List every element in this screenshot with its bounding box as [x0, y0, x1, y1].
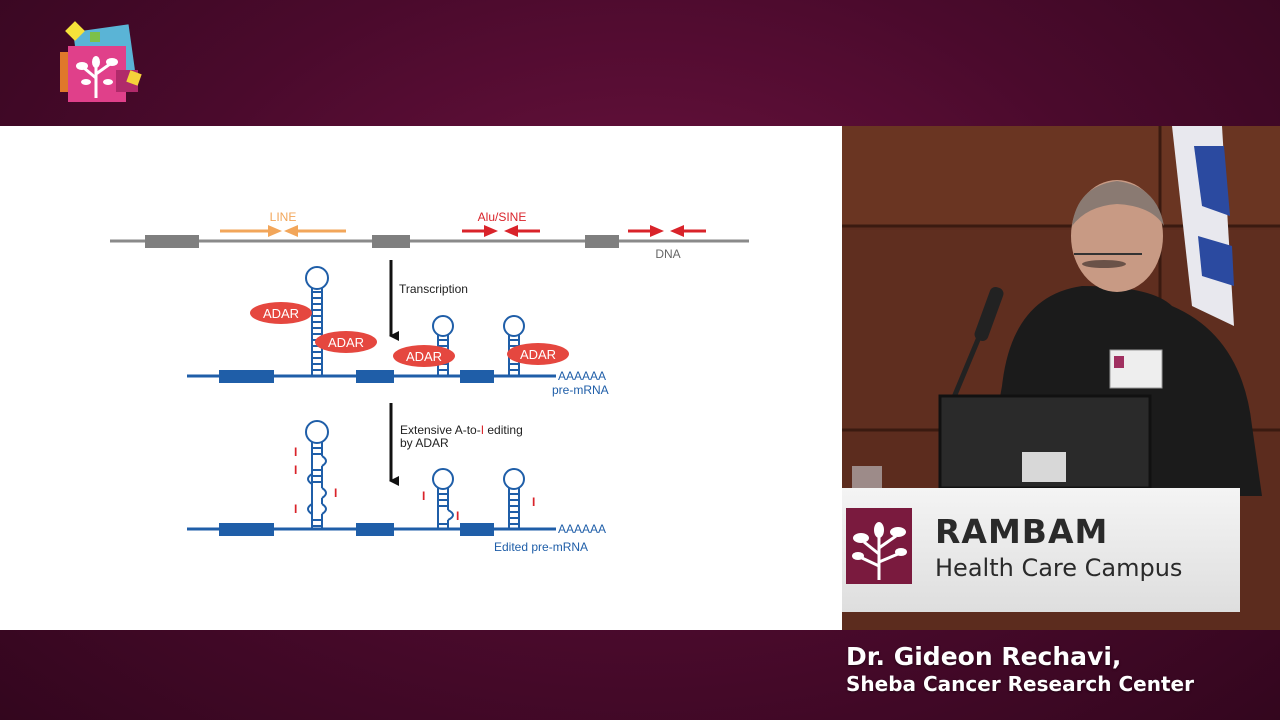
line-element-arrows [220, 225, 346, 237]
svg-text:I: I [532, 495, 535, 509]
label-by-adar: by ADAR [400, 436, 449, 450]
speaker-name: Dr. Gideon Rechavi, [846, 642, 1122, 671]
svg-text:I: I [294, 502, 297, 516]
dna-transposon-arrows [628, 225, 706, 237]
adar-enzyme-3: ADAR [393, 345, 455, 367]
label-edited-pre-mrna: Edited pre-mRNA [494, 540, 588, 554]
label-polya-1: AAAAAA [558, 369, 606, 383]
label-alu-sine: Alu/SINE [478, 210, 527, 224]
podium-subtitle: Health Care Campus [935, 554, 1183, 582]
presentation-slide: LINE Alu/SINE DNA Transcription [0, 126, 842, 630]
svg-text:I: I [334, 486, 337, 500]
edited-hairpin-long [305, 420, 329, 529]
podium-sign: RAMBAM Health Care Campus [842, 488, 1240, 612]
label-line: LINE [270, 210, 297, 224]
svg-text:I: I [294, 445, 297, 459]
edited-hairpin-short-2 [503, 468, 525, 529]
speaker-affiliation: Sheba Cancer Research Center [846, 672, 1194, 696]
event-logo [56, 20, 156, 112]
svg-text:I: I [456, 509, 459, 523]
svg-text:I: I [294, 463, 297, 477]
speaker-video: RAMBAM Health Care Campus [842, 126, 1280, 630]
label-pre-mrna: pre-mRNA [552, 383, 609, 397]
pre-mrna-strand [187, 370, 556, 383]
podium-title: RAMBAM [935, 512, 1109, 551]
adar-enzyme-2: ADAR [315, 331, 377, 353]
svg-text:ADAR: ADAR [263, 306, 299, 321]
inosine-marks: I I I I I I I [294, 445, 535, 523]
svg-text:ADAR: ADAR [520, 347, 556, 362]
svg-text:ADAR: ADAR [328, 335, 364, 350]
edited-mrna-strand [187, 523, 556, 536]
svg-text:I: I [422, 489, 425, 503]
label-polya-2: AAAAAA [558, 522, 606, 536]
label-transcription: Transcription [399, 282, 468, 296]
label-editing: Extensive A-to-I editing [400, 423, 523, 437]
dna-strand [110, 235, 749, 248]
label-dna: DNA [655, 247, 680, 261]
rambam-logo [846, 508, 912, 584]
hairpin-long [305, 266, 329, 376]
adar-enzyme-4: ADAR [507, 343, 569, 365]
adar-enzyme-1: ADAR [250, 302, 312, 324]
svg-text:ADAR: ADAR [406, 349, 442, 364]
alu-element-arrows [462, 225, 540, 237]
edited-hairpin-short-1 [432, 468, 454, 529]
speaker-caption: Dr. Gideon Rechavi, Sheba Cancer Researc… [846, 642, 1194, 696]
